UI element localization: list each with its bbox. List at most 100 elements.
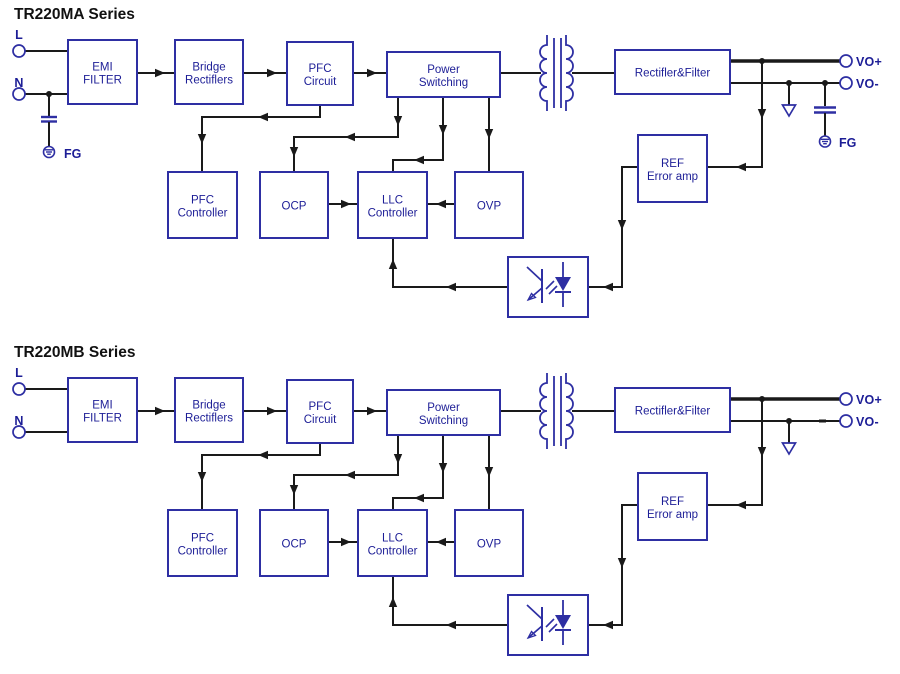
block-label: FILTER	[83, 413, 122, 425]
block-rect	[614, 387, 731, 433]
collector-lead	[526, 604, 543, 620]
wire	[392, 575, 509, 626]
block-label: Controller	[368, 546, 418, 558]
block-label: EMI	[92, 62, 112, 74]
arrowhead	[617, 220, 627, 230]
arrowhead	[388, 259, 398, 269]
phototransistor-icon	[526, 604, 543, 641]
terminal-circle	[12, 425, 26, 439]
terminal-circle	[839, 392, 853, 406]
fg-label: FG	[839, 136, 856, 150]
block-label: Rectifler&Filter	[635, 68, 711, 80]
block-label: Bridge	[192, 62, 225, 74]
arrowhead	[267, 406, 277, 416]
junction-dot	[759, 396, 765, 402]
block-rect	[174, 377, 244, 443]
arrowhead	[446, 620, 456, 630]
arrowhead	[289, 485, 299, 495]
terminal-circle	[839, 54, 853, 68]
block-rect	[637, 134, 708, 203]
block-rectifier-filter: Rectifler&Filter	[614, 49, 731, 95]
output-fg-ground: FG	[814, 80, 856, 150]
terminal-label: L	[15, 366, 23, 380]
block-rect	[637, 472, 708, 541]
secondary-coil-icon	[565, 373, 574, 449]
arrowhead	[436, 537, 446, 547]
block-label: Error amp	[647, 171, 698, 183]
block-ocp: OCP	[259, 171, 329, 239]
arrowhead	[414, 155, 424, 165]
optocoupler-icon	[507, 256, 589, 318]
block-label: LLC	[382, 195, 403, 207]
ground-triangle-icon	[781, 442, 797, 456]
block-label: Rectiflers	[185, 413, 233, 425]
emitter-lead	[527, 287, 543, 301]
light-rays-icon	[545, 280, 558, 295]
arrowhead	[757, 109, 767, 119]
led-icon	[555, 600, 571, 645]
block-rect	[167, 171, 238, 239]
block-ovp: OVP	[454, 171, 524, 239]
arrowhead	[388, 597, 398, 607]
arrowhead	[155, 68, 165, 78]
block-rect	[286, 379, 354, 444]
secondary-coil-icon	[565, 35, 574, 111]
transformer-icon	[539, 373, 574, 449]
terminal-label: VO+	[856, 55, 882, 69]
led-triangle	[555, 277, 571, 291]
terminal-label: L	[15, 28, 23, 42]
block-rect	[67, 377, 138, 443]
arrowhead	[484, 467, 494, 477]
block-label: Power	[427, 402, 460, 414]
arrowhead	[617, 558, 627, 568]
block-rect	[357, 171, 428, 239]
wire	[201, 104, 321, 173]
junction-dot	[786, 80, 792, 86]
terminal-l: L	[12, 28, 26, 58]
block-ocp: OCP	[259, 509, 329, 577]
terminal-label: VO+	[856, 393, 882, 407]
block-label: PFC	[191, 533, 214, 545]
wire	[201, 442, 321, 511]
block-label: PFC	[191, 195, 214, 207]
arrowhead	[757, 447, 767, 457]
terminal-vo-plus: VO+	[839, 392, 882, 407]
arrowhead	[341, 537, 351, 547]
block-label: Error amp	[647, 509, 698, 521]
terminal-n: N	[12, 414, 26, 439]
primary-coil-icon	[539, 35, 548, 111]
block-rect	[167, 509, 238, 577]
block-rect	[454, 171, 524, 239]
emitter-arrow	[526, 630, 537, 640]
diagram-tr220mb: EMIFILTERBridgeRectiflersPFCCircuitPower…	[12, 344, 882, 656]
arrowhead	[393, 116, 403, 126]
fg-label: FG	[64, 147, 81, 161]
block-label: Controller	[178, 546, 228, 558]
arrowhead	[414, 493, 424, 503]
arrowhead	[446, 282, 456, 292]
terminal-vo-minus: VO-	[839, 414, 879, 429]
block-rect	[259, 509, 329, 577]
block-rect	[614, 49, 731, 95]
junction-dot	[759, 58, 765, 64]
terminal-l: L	[12, 366, 26, 396]
arrowhead	[603, 620, 613, 630]
terminal-label: N	[14, 76, 23, 90]
block-label: PFC	[309, 401, 332, 413]
led-icon	[555, 262, 571, 307]
emitter-arrow	[526, 292, 537, 302]
optocoupler-icon	[507, 594, 589, 656]
block-label: Circuit	[304, 76, 337, 88]
block-label: LLC	[382, 533, 403, 545]
terminal-vo-plus: VO+	[839, 54, 882, 69]
terminal-vo-minus: VO-	[839, 76, 879, 91]
